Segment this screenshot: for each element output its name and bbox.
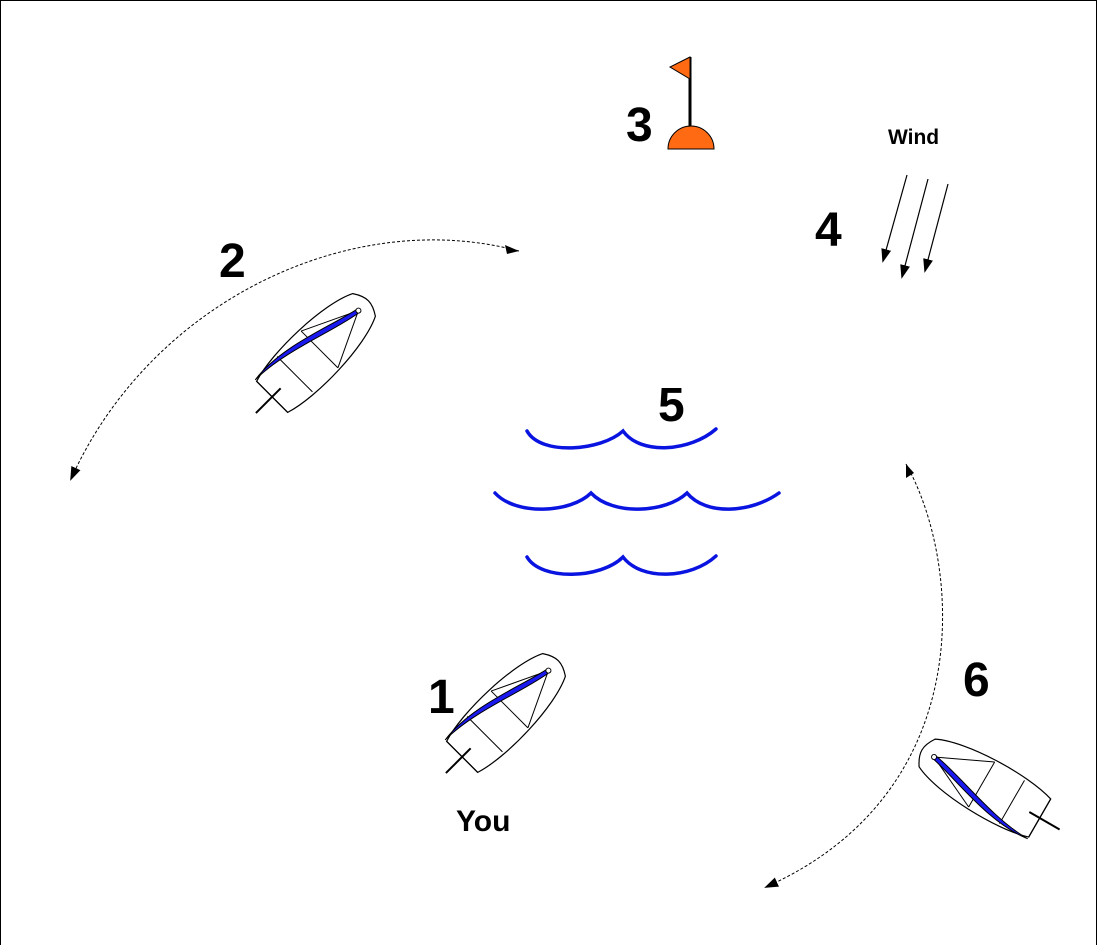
sailboat-icon	[906, 724, 1075, 855]
course-arc-right	[764, 463, 943, 888]
flag-buoy-icon	[667, 56, 715, 150]
sailboat-icon	[234, 279, 390, 435]
label-3: 3	[626, 99, 653, 152]
course-arc-left	[70, 239, 520, 481]
label-1: 1	[428, 671, 455, 724]
label-6: 6	[963, 654, 990, 707]
wind-arrows-icon	[881, 174, 949, 279]
arc-right-arrowhead-top	[906, 464, 914, 478]
label-2: 2	[219, 235, 246, 288]
label-wind: Wind	[888, 126, 939, 149]
label-you: You	[456, 805, 510, 838]
label-5: 5	[658, 379, 685, 432]
arc-left-arrowhead-top	[505, 245, 519, 254]
waves-icon	[493, 427, 781, 576]
label-4: 4	[815, 204, 842, 257]
